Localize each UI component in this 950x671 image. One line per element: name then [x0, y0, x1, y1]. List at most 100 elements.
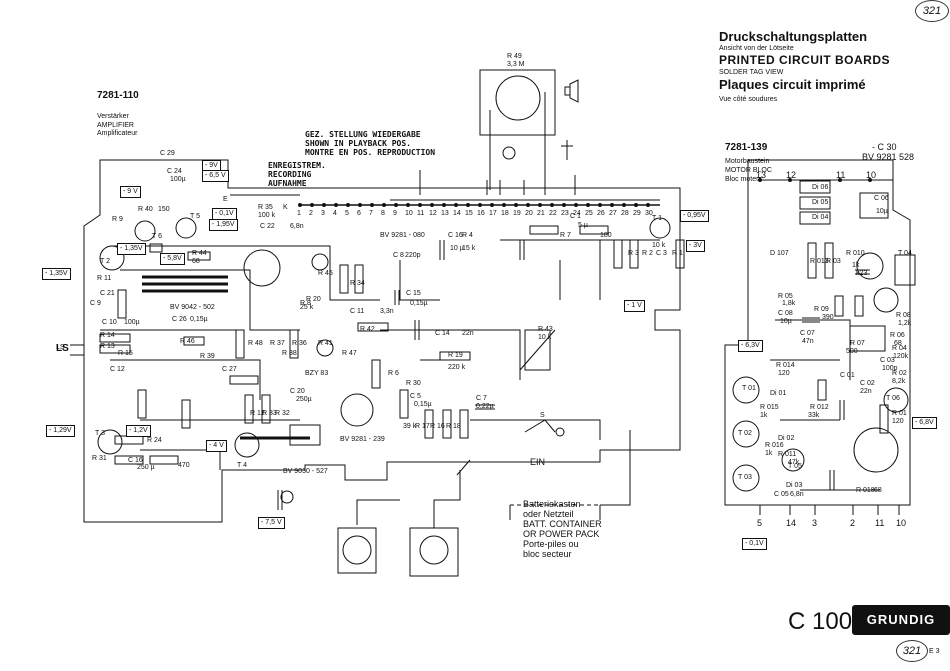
component-label: 47n [802, 338, 814, 345]
terminal-number: 10 [866, 170, 877, 180]
component-label: C 14 [435, 330, 450, 337]
motor-desc-en: MOTOR BLOC [725, 167, 772, 174]
component-label: C 12 [110, 366, 125, 373]
component-label: R 8 [300, 300, 311, 307]
connector-pin: 18 [501, 210, 509, 217]
connector-pin: 27 [609, 210, 617, 217]
motor-desc-fr: Bloc moteur [725, 176, 763, 183]
component-label: 0,15µ [414, 401, 432, 408]
component-label: R 04 [892, 345, 907, 352]
brand-logo: GRUNDIG [852, 605, 950, 635]
component-label: C 11 [350, 308, 365, 315]
component-label: BV 9281 - 239 [340, 436, 385, 443]
component-label: C 05 [774, 491, 789, 498]
connector-pin: 10 [405, 210, 413, 217]
component-label: 220 k [448, 364, 466, 371]
voltage-box: - 4 V [206, 440, 227, 452]
component-label: C 08 [778, 310, 793, 317]
component-label: 120 [778, 370, 790, 377]
component-label: 220p [405, 252, 421, 259]
component-label: R 39 [200, 353, 215, 360]
component-label: 0,22µ [476, 403, 494, 410]
component-label: 10µ [780, 318, 792, 325]
connector-pin: 9 [393, 210, 397, 217]
component-label: 180 [600, 232, 612, 239]
title-fr: Plaques circuit imprimé [719, 77, 866, 92]
voltage-box: - 1,2V [126, 425, 151, 437]
component-label: R 40 [138, 206, 153, 213]
component-label: C 22 [260, 223, 275, 230]
terminal-number: 5 [757, 518, 763, 528]
component-label: 1,2k [898, 320, 912, 327]
component-label: T 01 [742, 385, 756, 392]
voltage-box: - 1 V [624, 300, 645, 312]
component-label: BV 9042 - 502 [170, 304, 215, 311]
component-label: R 48 [248, 340, 263, 347]
component-label: R 05 [778, 293, 793, 300]
component-label: R 47 [342, 350, 357, 357]
component-label: 470 [178, 462, 190, 469]
terminal-number: 14 [786, 518, 797, 528]
component-label: 100µ [124, 319, 140, 326]
component-label: R 19 [448, 352, 463, 359]
component-label: 120 [892, 418, 904, 425]
terminal-number: 2 [850, 518, 856, 528]
terminal-number: 11 [875, 518, 885, 528]
component-label: R 41 [318, 340, 333, 347]
connector-pin: 23 [561, 210, 569, 217]
connector-pin: 2 [309, 210, 313, 217]
component-label: R 09 [814, 306, 829, 313]
voltage-box: - 1,35V [117, 243, 146, 255]
component-label: R 012 [810, 404, 829, 411]
component-label: R 1 [672, 250, 683, 257]
connector-pin: 19 [513, 210, 521, 217]
note-battery-en: BATT. CONTAINER [523, 519, 602, 529]
connector-pin: 3 [321, 210, 325, 217]
component-label: 250µ [296, 396, 312, 403]
component-label: R 43 [538, 326, 553, 333]
note-playback-fr: MONTRE EN POS. REPRODUCTION [305, 148, 436, 157]
component-label: T 4 [237, 462, 247, 469]
label-ein: EIN [530, 457, 546, 467]
component-label: R 35 [258, 204, 273, 211]
component-label: C 26 [172, 316, 187, 323]
component-label: R 34 [350, 280, 365, 287]
component-label: 22n [462, 330, 474, 337]
component-label: S [540, 412, 545, 419]
connector-pin: 28 [621, 210, 629, 217]
motor-board-id: 7281-139 [725, 142, 768, 153]
label-ls: LS [56, 343, 69, 354]
component-label: 33k [808, 412, 820, 419]
component-label: R 9 [112, 216, 123, 223]
component-label: R 12 [250, 410, 265, 417]
component-label: 500 [846, 348, 858, 355]
component-label: 68 [894, 340, 902, 347]
component-label: 100p [882, 365, 898, 372]
component-label: R 6 [388, 370, 399, 377]
component-label: R 4 [462, 232, 473, 239]
subtitle-de: Ansicht von der Lötseite [719, 45, 794, 52]
note-playback-en: SHOWN IN PLAYBACK POS. [305, 139, 411, 148]
component-label: R 30 [406, 380, 421, 387]
component-label: 10 µ [450, 245, 464, 252]
component-label: R 38 [282, 350, 297, 357]
component-label: 390 [822, 314, 834, 321]
component-label: 10 k [652, 242, 666, 249]
component-label: 3,3 M [507, 61, 525, 68]
component-label: R 15 [118, 350, 133, 357]
component-label: R 2 [642, 250, 653, 257]
component-label: 150 [158, 206, 170, 213]
model-name: C 100 [788, 608, 853, 635]
voltage-box: - 0,95V [680, 210, 709, 222]
component-label: R 010 [846, 250, 865, 257]
component-label: C 16 [128, 457, 143, 464]
component-label: T 05 [788, 463, 802, 470]
component-label: R 03 [826, 258, 841, 265]
component-label: C 03 [880, 357, 895, 364]
component-label: R 45 [318, 270, 333, 277]
terminal-number: 13 [756, 170, 767, 180]
component-label: R 20 [306, 296, 321, 303]
component-label: Di 05 [812, 199, 829, 206]
component-label: C 15 [406, 290, 421, 297]
